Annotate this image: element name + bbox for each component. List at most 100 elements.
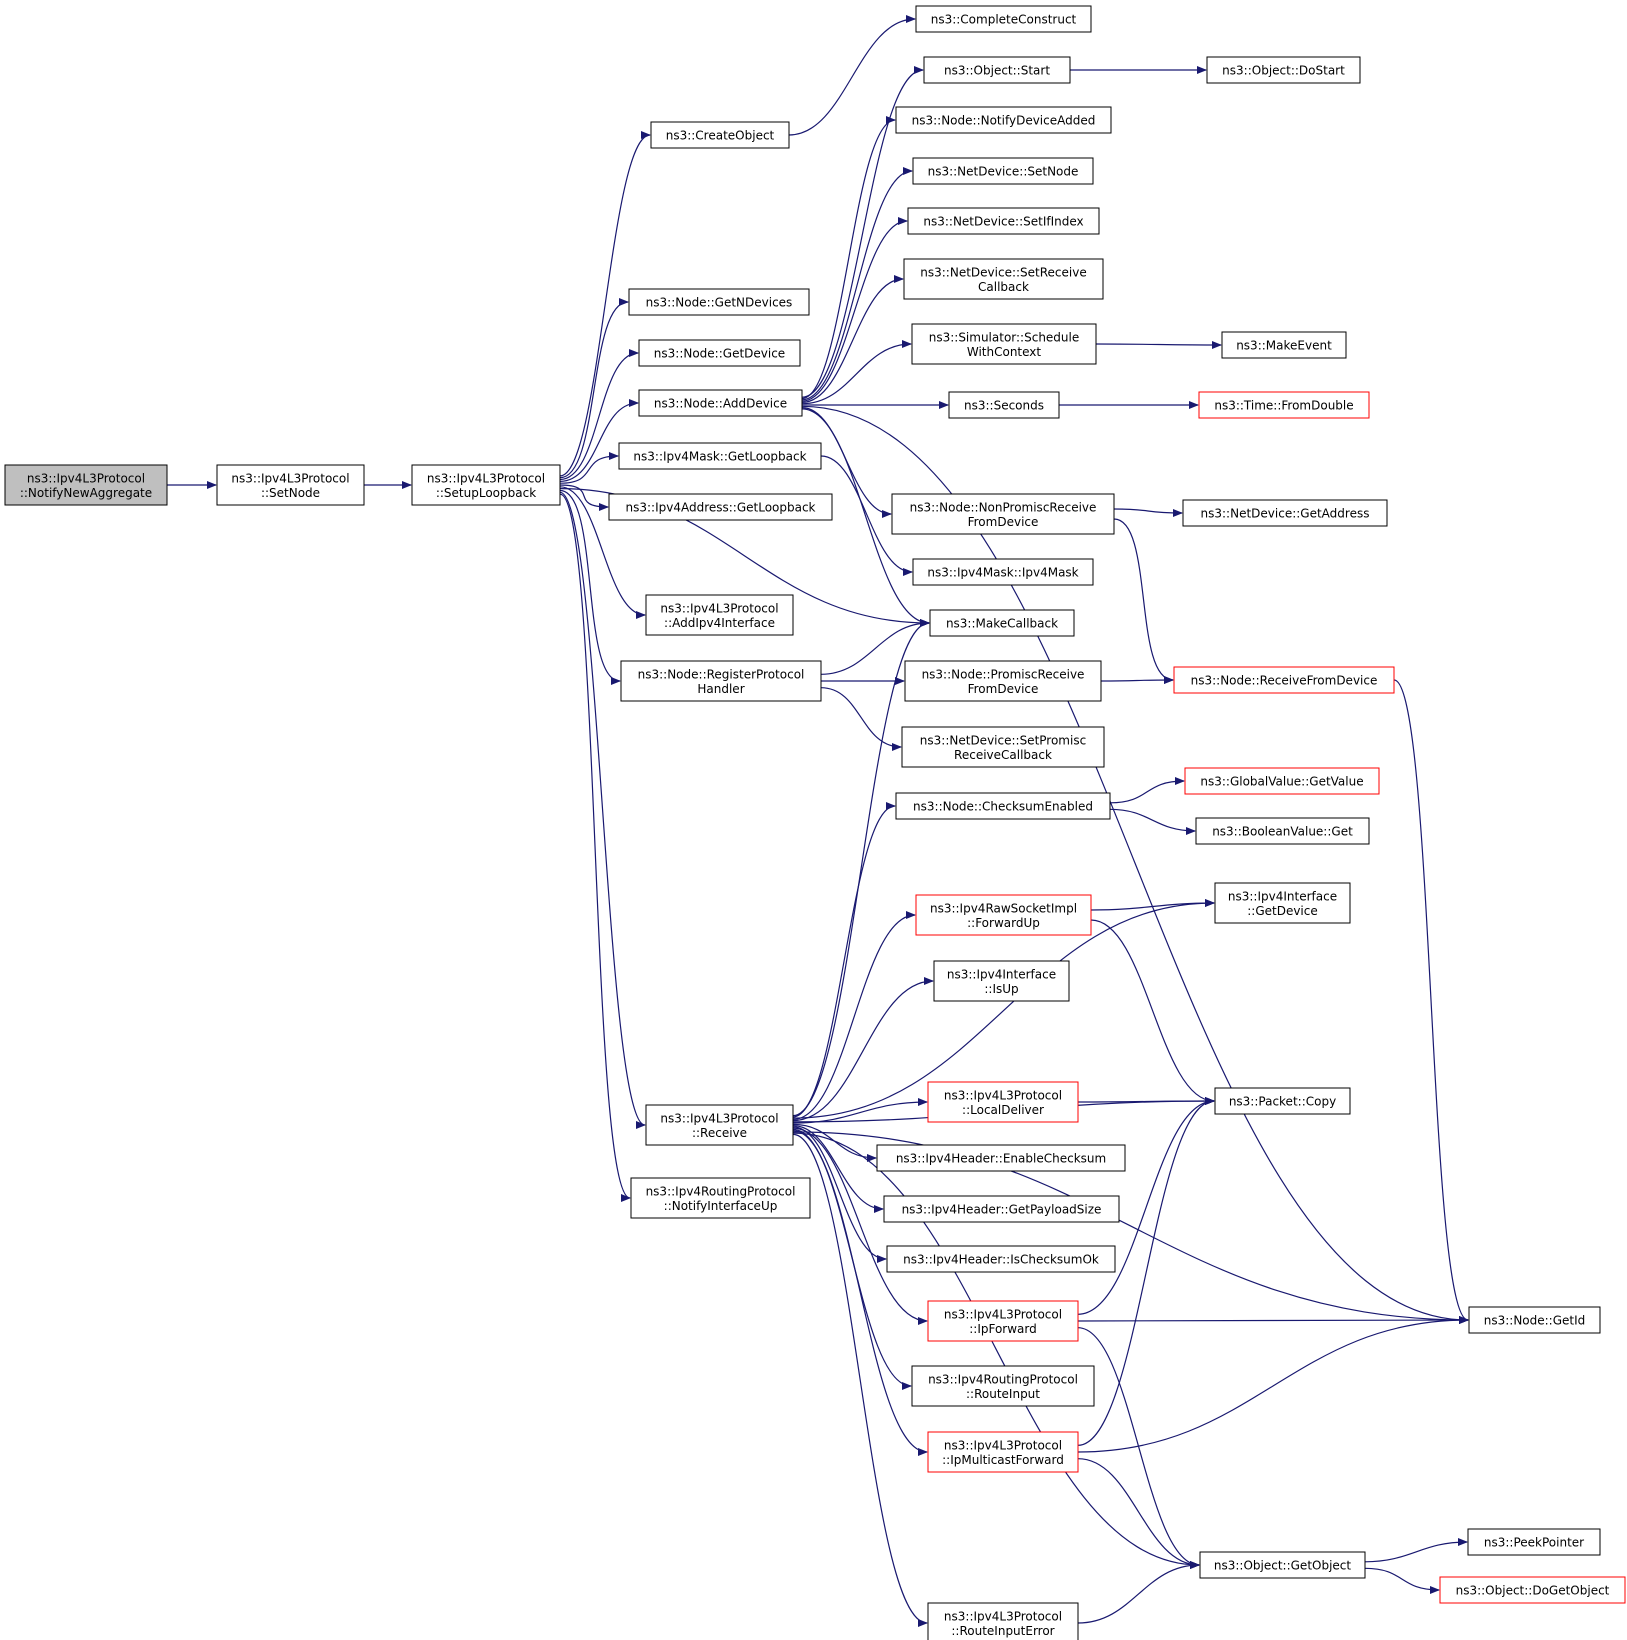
node-label-line: ns3::Ipv4Header::GetPayloadSize [902,1203,1102,1217]
edge-setuploopback-to-notifyinterfaceup [559,493,631,1202]
edge-setuploopback-to-receive [559,491,646,1129]
node-completeconstruct[interactable]: ns3::CompleteConstruct [915,5,1092,33]
node-label-line: ns3::Ipv4Mask::GetLoopback [633,450,806,464]
node-adddevice[interactable]: ns3::Node::AddDevice [638,389,803,417]
edge-receive-to-checksumenabled [792,802,896,1118]
node-label-line: ns3::Ipv4RawSocketImpl [930,901,1077,915]
node-label-line: ::GetDevice [1247,904,1318,918]
node-ipv4interface-getdevice[interactable]: ns3::Ipv4Interface::GetDevice [1214,882,1351,924]
node-label-line: ns3::Node::GetNDevices [646,296,793,310]
node-ipforward[interactable]: ns3::Ipv4L3Protocol::IpForward [927,1300,1079,1342]
node-box [620,660,822,702]
node-getpayloadsize[interactable]: ns3::Ipv4Header::GetPayloadSize [883,1195,1120,1223]
node-box [216,464,365,506]
node-label-line: ns3::Node::PromiscReceive [922,667,1085,681]
node-isup[interactable]: ns3::Ipv4Interface::IsUp [933,960,1070,1002]
node-forwardup[interactable]: ns3::Ipv4RawSocketImpl::ForwardUp [915,894,1092,936]
node-box [638,339,801,367]
node-label-line: ns3::Ipv4Interface [1228,889,1337,903]
node-notifyinterfaceup[interactable]: ns3::Ipv4RoutingProtocol::NotifyInterfac… [630,1177,811,1219]
node-ipmulticastforward[interactable]: ns3::Ipv4L3Protocol::IpMulticastForward [927,1431,1079,1473]
node-getobject[interactable]: ns3::Object::GetObject [1199,1551,1366,1579]
node-box [618,442,822,470]
node-label-line: ns3::Object::DoStart [1222,64,1345,78]
node-localdeliver[interactable]: ns3::Ipv4L3Protocol::LocalDeliver [927,1081,1079,1123]
node-box [923,56,1071,84]
node-box [891,493,1115,535]
edge-receive-to-ipmulticastforward [792,1130,928,1456]
node-booleanvalue-get[interactable]: ns3::BooleanValue::Get [1195,817,1370,845]
node-addipv4interface[interactable]: ns3::Ipv4L3Protocol::AddIpv4Interface [645,594,794,636]
node-packet-copy[interactable]: ns3::Packet::Copy [1214,1087,1351,1115]
node-setpromiscreceivecallback[interactable]: ns3::NetDevice::SetPromiscReceiveCallbac… [901,726,1105,768]
node-receive[interactable]: ns3::Ipv4L3Protocol::Receive [645,1104,794,1146]
node-box [1214,882,1351,924]
node-box [1214,1087,1351,1115]
node-box [895,106,1112,134]
node-node-getdevice[interactable]: ns3::Node::GetDevice [638,339,801,367]
node-createobject[interactable]: ns3::CreateObject [650,121,790,149]
node-box [4,464,168,506]
edge-setuploopback-to-getndevices [559,298,629,479]
edges-layer [167,15,1469,1627]
edge-receive-to-localdeliver [792,1098,928,1124]
node-globalvalue-getvalue[interactable]: ns3::GlobalValue::GetValue [1184,767,1380,795]
node-label-line: ns3::Object::GetObject [1214,1559,1352,1573]
node-makecallback[interactable]: ns3::MakeCallback [929,609,1075,637]
edge-setuploopback-to-node-getdevice [559,349,639,481]
node-label-line: ::AddIpv4Interface [664,616,775,630]
node-label-line: ::IpMulticastForward [942,1453,1064,1467]
node-label-line: ns3::Node::ChecksumEnabled [913,800,1093,814]
node-label-line: ns3::Ipv4L3Protocol [660,1111,778,1125]
node-node-getid[interactable]: ns3::Node::GetId [1468,1306,1601,1334]
node-routeinputerror[interactable]: ns3::Ipv4L3Protocol::RouteInputError [927,1602,1079,1640]
node-notifydeviceadded[interactable]: ns3::Node::NotifyDeviceAdded [895,106,1112,134]
node-setnode[interactable]: ns3::Ipv4L3Protocol::SetNode [216,464,365,506]
node-box [911,1365,1095,1407]
node-ipv4mask[interactable]: ns3::Ipv4Mask::Ipv4Mask [912,558,1094,586]
node-seconds[interactable]: ns3::Seconds [948,391,1060,419]
node-object-start[interactable]: ns3::Object::Start [923,56,1071,84]
edge-adddevice-to-node-getid [801,405,1469,1324]
node-getaddress[interactable]: ns3::NetDevice::GetAddress [1182,499,1388,527]
node-label-line: ns3::Object::Start [944,64,1050,78]
node-object-dostart[interactable]: ns3::Object::DoStart [1206,56,1361,84]
node-getndevices[interactable]: ns3::Node::GetNDevices [628,288,810,316]
node-label-line: ns3::PeekPointer [1484,1536,1584,1550]
node-label-line: ns3::NetDevice::SetReceive [920,265,1086,279]
node-label-line: ns3::Ipv4Mask::Ipv4Mask [927,566,1078,580]
node-netdevice-setnode[interactable]: ns3::NetDevice::SetNode [912,157,1094,185]
node-notifynewaggregate[interactable]: ns3::Ipv4L3Protocol::NotifyNewAggregate [4,464,168,506]
node-mask-getloopback[interactable]: ns3::Ipv4Mask::GetLoopback [618,442,822,470]
node-box [1468,1306,1601,1334]
node-enablechecksum[interactable]: ns3::Ipv4Header::EnableChecksum [876,1144,1126,1172]
node-label-line: ns3::NetDevice::SetIfIndex [923,215,1083,229]
node-box [630,1177,811,1219]
node-dogetobject[interactable]: ns3::Object::DoGetObject [1439,1576,1626,1604]
node-peekpointer[interactable]: ns3::PeekPointer [1467,1528,1601,1556]
edge-forwardup-to-packet-copy [1090,919,1215,1105]
edge-adddevice-to-setifindex [801,217,908,402]
node-box [1182,499,1388,527]
node-setifindex[interactable]: ns3::NetDevice::SetIfIndex [907,207,1100,235]
node-setuploopback[interactable]: ns3::Ipv4L3Protocol::SetupLoopback [411,464,561,506]
node-addr-getloopback[interactable]: ns3::Ipv4Address::GetLoopback [608,493,833,521]
node-routeinput[interactable]: ns3::Ipv4RoutingProtocol::RouteInput [911,1365,1095,1407]
edge-checksumenabled-to-globalvalue-getvalue [1109,777,1185,804]
node-label-line: ns3::Ipv4L3Protocol [660,601,778,615]
edge-routeinputerror-to-getobject [1077,1561,1200,1624]
node-label-line: ::RouteInputError [951,1624,1054,1638]
node-label-line: FromDevice [968,515,1039,529]
node-ischecksumok[interactable]: ns3::Ipv4Header::IsChecksumOk [886,1245,1116,1273]
node-makeevent[interactable]: ns3::MakeEvent [1221,331,1347,359]
node-receivefromdevice[interactable]: ns3::Node::ReceiveFromDevice [1173,666,1395,694]
node-box [948,391,1060,419]
edge-receive-to-getpayloadsize [792,1125,884,1213]
node-checksumenabled[interactable]: ns3::Node::ChecksumEnabled [895,792,1111,820]
node-fromdouble[interactable]: ns3::Time::FromDouble [1198,391,1370,419]
